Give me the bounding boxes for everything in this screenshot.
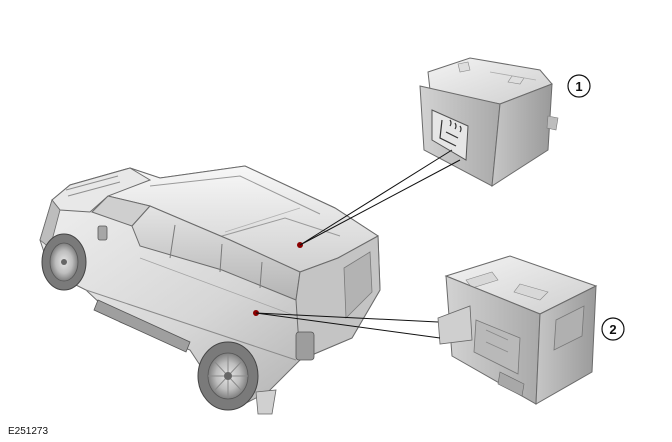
vehicle-side-step [93,299,191,353]
callout-1-number: 1 [575,79,582,94]
callout-2-number: 2 [609,322,616,337]
component-2-illustration [437,255,598,405]
callout-2: 2 [601,317,625,341]
leader-line-1a [299,149,453,246]
callout-1: 1 [567,74,591,98]
leader-line-2a [255,312,439,323]
heated-seat-icon [439,119,462,147]
vehicle-illustration [39,165,381,415]
component-1-illustration [419,57,559,187]
front-wheel [41,233,87,291]
leader-line-2b [255,312,441,339]
figure-id-label: E251273 [8,426,49,437]
leader-line-1b [299,159,461,246]
leader-lines [255,149,461,339]
vehicle-bonnet [51,167,152,213]
rear-wheel [197,341,259,411]
